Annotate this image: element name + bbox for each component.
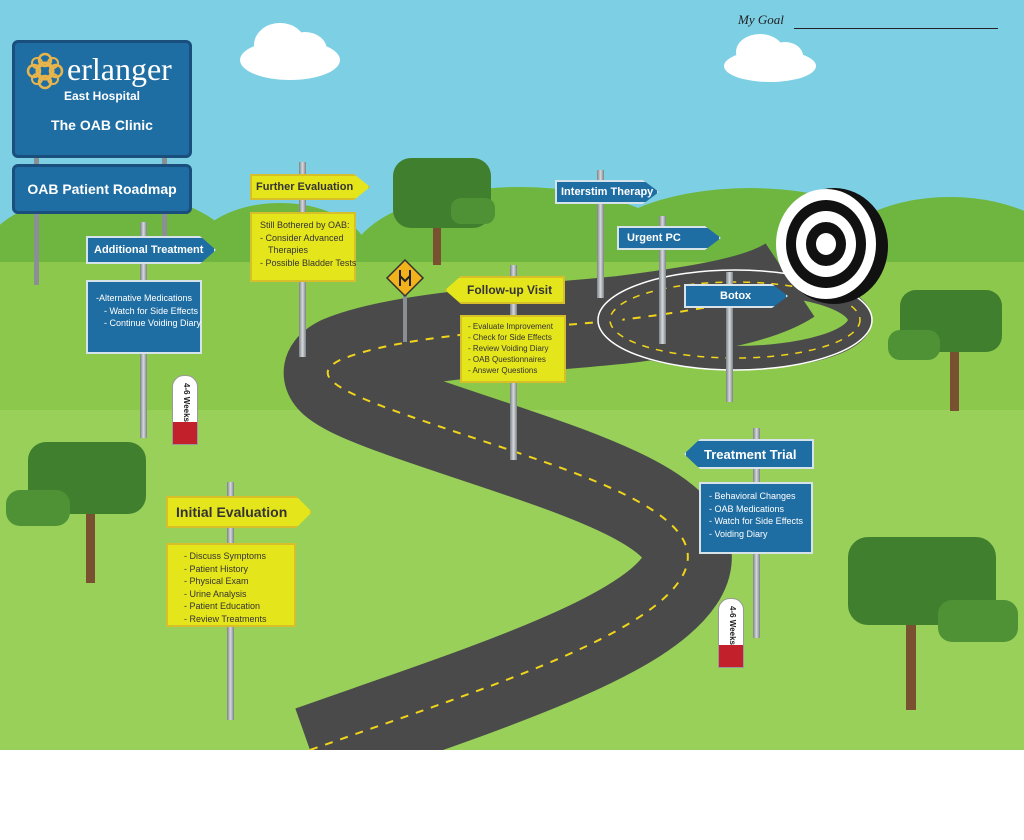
sign-further-evaluation: Further Evaluation [250, 174, 370, 200]
roadmap-scene: erlanger East Hospital The OAB Clinic OA… [0, 0, 1024, 750]
further-evaluation-title: Further Evaluation [256, 181, 354, 193]
further-evaluation-item: - Consider Advanced [260, 232, 344, 243]
further-evaluation-item: Still Bothered by OAB: [260, 220, 350, 230]
treatment-trial-item: - Watch for Side Effects [709, 516, 804, 527]
initial-evaluation-item: - Discuss Symptoms [184, 551, 267, 561]
interstim-title: Interstim Therapy [561, 186, 654, 198]
follow-up-item: - Answer Questions [468, 366, 538, 375]
sign-initial-evaluation: Initial Evaluation [166, 496, 312, 528]
tree-right-top [888, 290, 1002, 411]
milestone-marker-second: 4-6 Weeks [718, 598, 744, 668]
follow-up-item: - Check for Side Effects [468, 333, 552, 342]
sign-botox: Botox [684, 284, 788, 308]
clinic-header-sign: erlanger East Hospital The OAB Clinic [12, 40, 192, 158]
treatment-trial-item: - Behavioral Changes [709, 491, 796, 501]
sign-urgent-pc: Urgent PC [617, 226, 721, 250]
target-icon [776, 188, 888, 304]
post-interstim [597, 170, 604, 298]
brand-name: erlanger [67, 51, 172, 87]
roadmap-title: OAB Patient Roadmap [12, 164, 192, 214]
sign-additional-treatment: Additional Treatment [86, 236, 216, 264]
treatment-trial-item: - Voiding Diary [709, 528, 768, 539]
road [283, 242, 873, 750]
goal-blank-line[interactable] [794, 28, 998, 29]
tree-middle [393, 158, 495, 265]
panel-follow-up-visit: - Evaluate Improvement - Check for Side … [460, 315, 566, 383]
follow-up-title: Follow-up Visit [467, 283, 553, 297]
tree-left [6, 442, 146, 583]
treatment-trial-item: - OAB Medications [709, 503, 785, 514]
goal-label: My Goal [738, 12, 784, 27]
hospital-name: East Hospital [63, 89, 141, 103]
panel-treatment-trial: - Behavioral Changes - OAB Medications -… [699, 482, 813, 554]
post-botox [726, 272, 733, 402]
sign-follow-up-visit: Follow-up Visit [445, 276, 565, 304]
clinic-name: The OAB Clinic [51, 117, 153, 133]
marker-second-label: 4-6 Weeks [727, 605, 737, 645]
panel-further-evaluation: Still Bothered by OAB: - Consider Advanc… [250, 212, 356, 282]
additional-treatment-item: - Continue Voiding Diary [104, 318, 202, 329]
treatment-trial-title: Treatment Trial [704, 446, 797, 462]
initial-evaluation-title: Initial Evaluation [176, 504, 288, 520]
erlanger-logo-icon [26, 52, 64, 90]
marker-first-label: 4-6 Weeks [181, 382, 191, 422]
merge-warning-icon [385, 258, 425, 342]
cloud-right [724, 34, 816, 82]
sign-interstim-therapy: Interstim Therapy [555, 180, 659, 204]
follow-up-item: - OAB Questionnaires [468, 355, 546, 364]
botox-title: Botox [720, 290, 752, 302]
tree-right-bottom [848, 537, 1018, 710]
initial-evaluation-item: - Physical Exam [184, 576, 249, 587]
additional-treatment-item: - Watch for Side Effects [104, 305, 199, 316]
header-post-left [34, 155, 39, 285]
milestone-marker-first: 4-6 Weeks [172, 375, 198, 445]
sign-treatment-trial: Treatment Trial [684, 439, 814, 469]
further-evaluation-item: Therapies [268, 245, 309, 256]
post-urgent-pc [659, 216, 666, 344]
panel-initial-evaluation: - Discuss Symptoms - Patient History - P… [166, 543, 296, 627]
additional-treatment-item: -Alternative Medications [96, 293, 193, 303]
additional-treatment-title: Additional Treatment [94, 244, 204, 256]
follow-up-item: - Evaluate Improvement [468, 322, 553, 331]
further-evaluation-item: - Possible Bladder Tests [260, 257, 357, 268]
follow-up-item: - Review Voiding Diary [468, 344, 549, 353]
cloud-left [240, 23, 340, 80]
initial-evaluation-item: - Patient History [184, 563, 249, 574]
panel-additional-treatment: -Alternative Medications - Watch for Sid… [86, 280, 202, 354]
initial-evaluation-item: - Review Treatments [184, 613, 267, 624]
initial-evaluation-item: - Urine Analysis [184, 588, 247, 599]
urgent-pc-title: Urgent PC [627, 232, 681, 244]
initial-evaluation-item: - Patient Education [184, 601, 261, 612]
